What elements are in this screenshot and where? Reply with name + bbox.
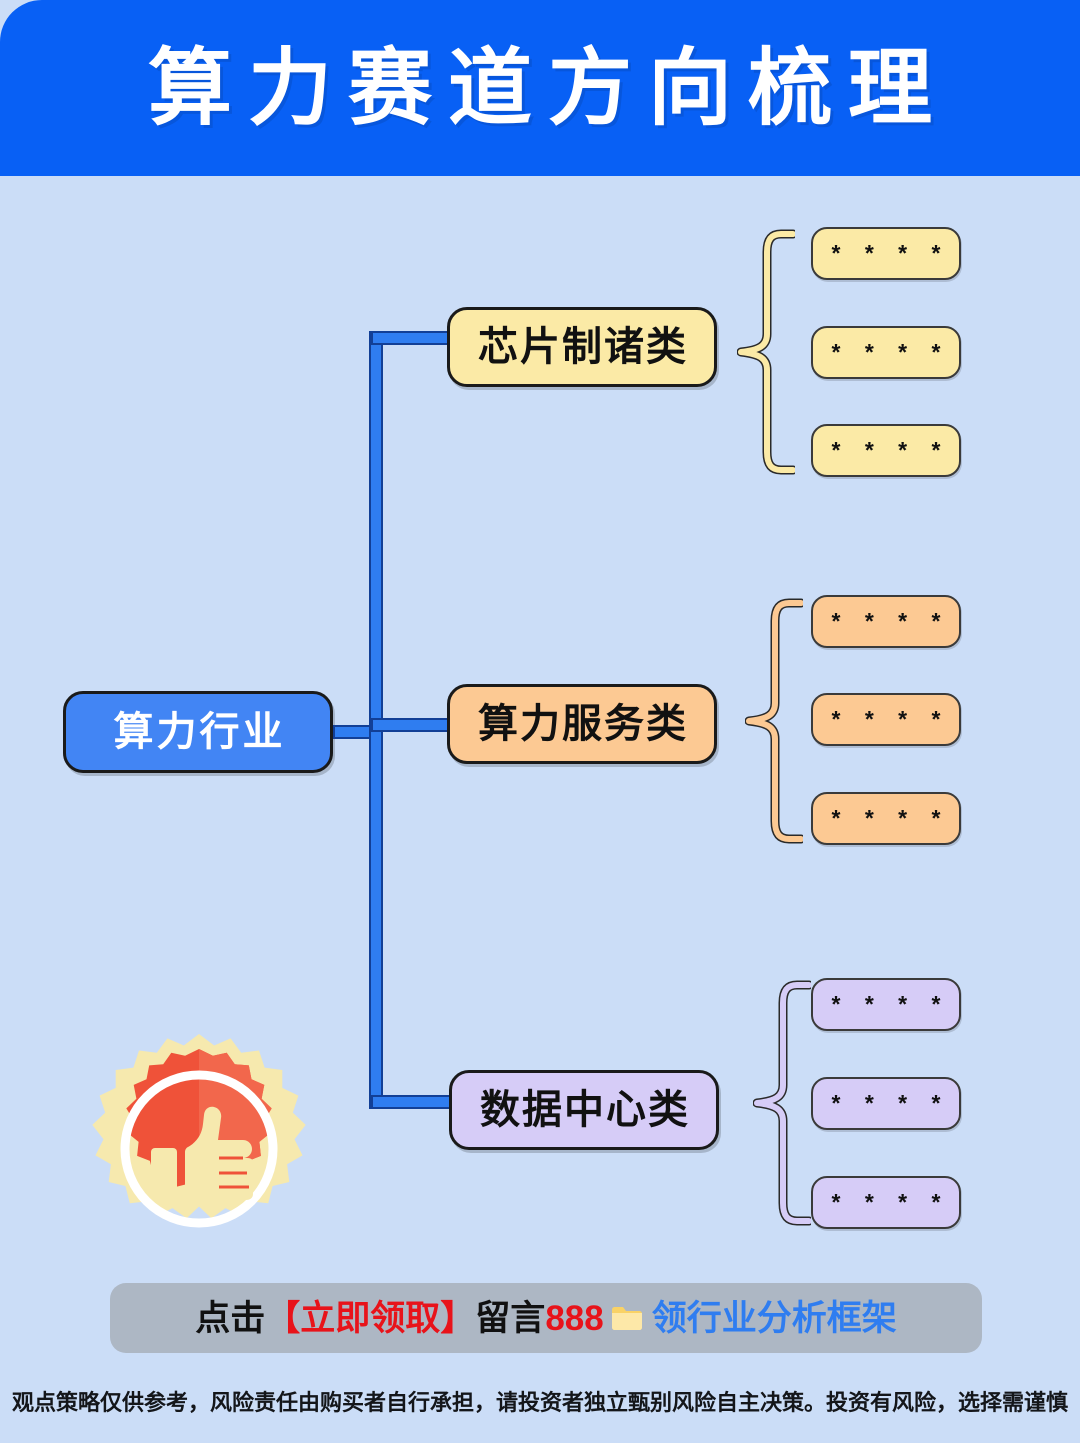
leaf-node[interactable]: * * * *	[811, 978, 961, 1031]
cta-bar[interactable]: 点击 【立即领取】 留言 888 领行业分析框架	[110, 1283, 982, 1353]
leaf-label: * * * *	[831, 805, 950, 831]
cta-part-click: 点击	[195, 1298, 266, 1338]
leaf-node[interactable]: * * * *	[811, 1176, 961, 1229]
cta-part-framework: 领行业分析框架	[651, 1298, 897, 1338]
cta-part-claim: 【立即领取】	[265, 1298, 476, 1338]
brace-icon-group-3	[753, 980, 811, 1226]
connector-branch-2	[371, 718, 457, 732]
leaf-label: * * * *	[831, 608, 950, 634]
leaf-label: * * * *	[831, 991, 950, 1017]
leaf-node[interactable]: * * * *	[811, 227, 961, 280]
tree-root-node[interactable]: 算力行业	[63, 691, 333, 773]
brace-icon-group-2	[745, 598, 803, 844]
brace-icon-group-1	[737, 229, 795, 475]
cta-part-code: 888	[545, 1298, 604, 1338]
category-label: 算力服务类	[478, 702, 688, 746]
leaf-label: * * * *	[831, 706, 950, 732]
leaf-label: * * * *	[831, 240, 950, 266]
leaf-label: * * * *	[831, 1189, 950, 1215]
category-node-compute-service[interactable]: 算力服务类	[447, 684, 717, 764]
leaf-label: * * * *	[831, 339, 950, 365]
leaf-node[interactable]: * * * *	[811, 326, 961, 379]
page-title: 算力赛道方向梳理	[147, 41, 948, 135]
category-node-data-center[interactable]: 数据中心类	[449, 1070, 719, 1150]
disclaimer-text: 观点策略仅供参考，风险责任由购买者自行承担，请投资者独立甄别风险自主决策。投资有…	[11, 1390, 1068, 1415]
leaf-label: * * * *	[831, 1090, 950, 1116]
thumbs-up-badge-icon	[92, 1034, 306, 1228]
header-banner: 算力赛道方向梳理	[0, 0, 1080, 176]
cta-text: 点击 【立即领取】 留言 888 领行业分析框架	[195, 1301, 896, 1336]
leaf-node[interactable]: * * * *	[811, 424, 961, 477]
leaf-node[interactable]: * * * *	[811, 595, 961, 648]
tree-diagram: 算力行业 芯片制诸类 算力服务类 数据中心类 * * * * * * * *	[0, 176, 1080, 1276]
category-label: 芯片制诸类	[478, 325, 688, 369]
leaf-node[interactable]: * * * *	[811, 1077, 961, 1130]
connector-branch-3	[371, 1095, 457, 1109]
category-label: 数据中心类	[480, 1088, 690, 1132]
folder-icon	[610, 1303, 644, 1338]
leaf-node[interactable]: * * * *	[811, 792, 961, 845]
connector-branch-1	[371, 331, 457, 345]
category-node-chip-manufacturing[interactable]: 芯片制诸类	[447, 307, 717, 387]
cta-part-comment: 留言	[475, 1298, 546, 1338]
tree-root-label: 算力行业	[113, 710, 286, 754]
leaf-node[interactable]: * * * *	[811, 693, 961, 746]
leaf-label: * * * *	[831, 437, 950, 463]
